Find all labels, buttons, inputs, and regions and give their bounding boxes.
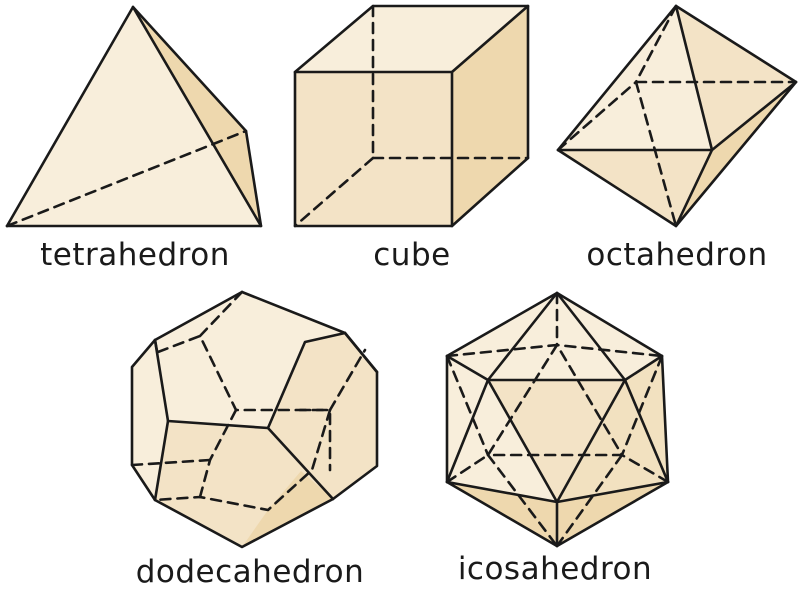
octahedron-lower-left-face: [558, 150, 712, 226]
cube-label: cube: [373, 237, 451, 273]
dodecahedron-label: dodecahedron: [135, 554, 365, 590]
icosahedron-label: icosahedron: [457, 551, 653, 587]
octahedron-hidden-edges: [556, 4, 798, 228]
icosahedron-center-face: [488, 380, 625, 502]
dodecahedron-visible-edges: [153, 331, 379, 502]
tetrahedron-label: tetrahedron: [40, 237, 230, 273]
octahedron-solid: [556, 4, 798, 228]
dodecahedron-hidden-edges: [130, 290, 367, 512]
cube-side-face: [452, 6, 528, 226]
octahedron-upper-right-face: [676, 6, 796, 150]
icosahedron-right-faces: [557, 356, 668, 502]
tetrahedron-solid: [5, 5, 263, 228]
octahedron-upper-left-face: [558, 6, 712, 150]
tetrahedron-hidden-edge: [5, 129, 248, 228]
cube-hidden-edges: [293, 4, 530, 228]
cube-front-outline: [293, 70, 454, 228]
tetrahedron-front-edge: [131, 5, 263, 228]
cube-solid: [293, 4, 530, 228]
tetrahedron-outline: [5, 5, 263, 228]
icosahedron-solid: [445, 291, 670, 548]
tetrahedron-front-face: [7, 7, 261, 226]
octahedron-label: octahedron: [586, 237, 768, 273]
dodecahedron-lower-right-face: [242, 471, 333, 547]
dodecahedron-solid: [130, 290, 379, 549]
icosahedron-visible-edges: [445, 291, 670, 548]
icosahedron-hidden-edges: [445, 291, 670, 548]
